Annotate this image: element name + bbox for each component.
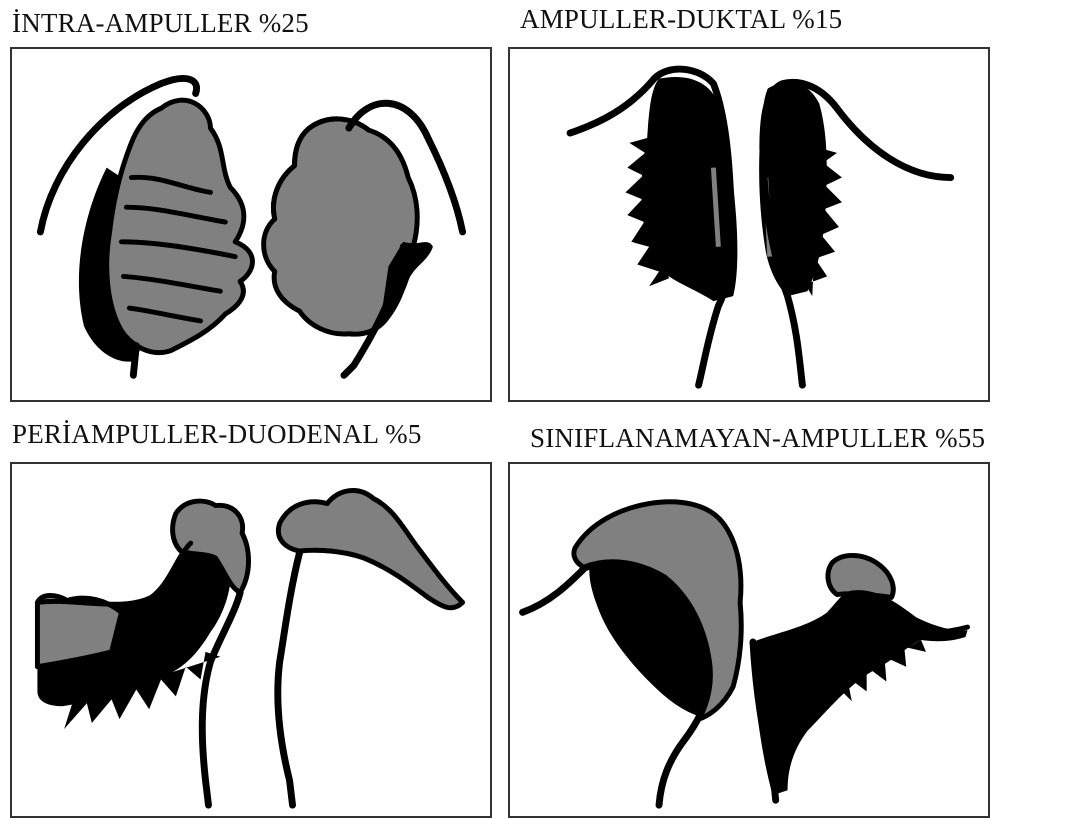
label-siniflanamayan-ampuller: SINIFLANAMAYAN-AMPULLER %55 xyxy=(530,425,985,452)
label-periampuller-duodenal: PERİAMPULLER-DUODENAL %5 xyxy=(12,421,422,448)
intra-ampuller-illustration xyxy=(12,49,490,400)
panel-periampuller-duodenal xyxy=(10,462,492,818)
ampuller-duktal-illustration xyxy=(510,49,988,400)
panel-siniflanamayan-ampuller xyxy=(508,462,990,818)
right-black-mass xyxy=(753,590,968,795)
left-stem xyxy=(133,346,136,376)
label-ampuller-duktal: AMPULLER-DUKTAL %15 xyxy=(520,6,842,33)
label-intra-ampuller: İNTRA-AMPULLER %25 xyxy=(12,10,309,37)
right-grey-crown xyxy=(278,490,462,607)
panel-ampuller-duktal xyxy=(508,47,990,402)
siniflanamayan-ampuller-illustration xyxy=(510,464,988,816)
periampuller-duodenal-illustration xyxy=(12,464,490,816)
right-duct xyxy=(278,553,300,805)
panel-intra-ampuller xyxy=(10,47,492,402)
